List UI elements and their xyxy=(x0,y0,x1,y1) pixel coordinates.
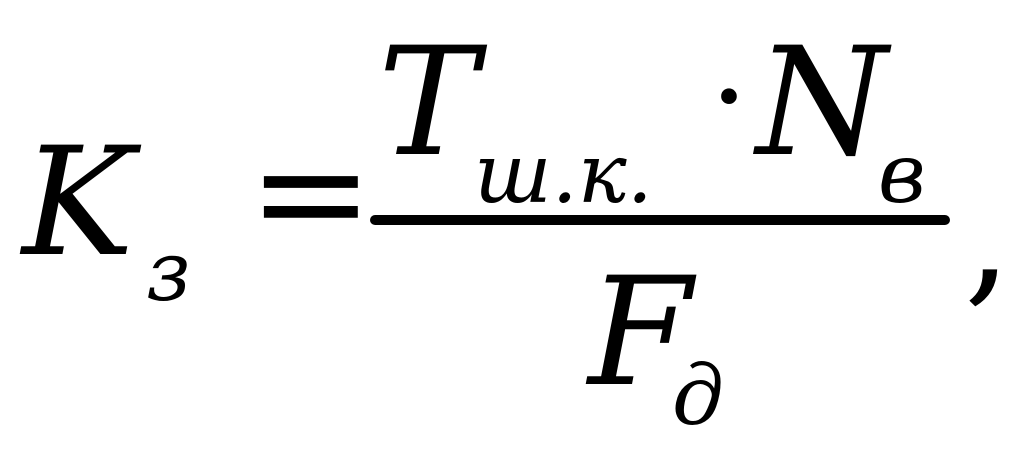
lhs-subscript: з xyxy=(146,225,191,320)
denominator-symbol: F xyxy=(588,246,693,420)
equals-sign: = xyxy=(248,106,374,280)
trailing-comma: , xyxy=(964,148,1012,322)
lhs-symbol: K xyxy=(22,116,135,290)
numerator-term1-symbol: T xyxy=(378,16,479,190)
fraction-bar xyxy=(370,215,950,225)
denominator-subscript: д xyxy=(672,349,724,444)
numerator-term2-subscript: в xyxy=(878,127,926,222)
multiplication-dot: · xyxy=(710,28,749,167)
numerator-term2-symbol: N xyxy=(756,16,888,190)
numerator-term1-subscript: ш.к. xyxy=(474,127,653,222)
